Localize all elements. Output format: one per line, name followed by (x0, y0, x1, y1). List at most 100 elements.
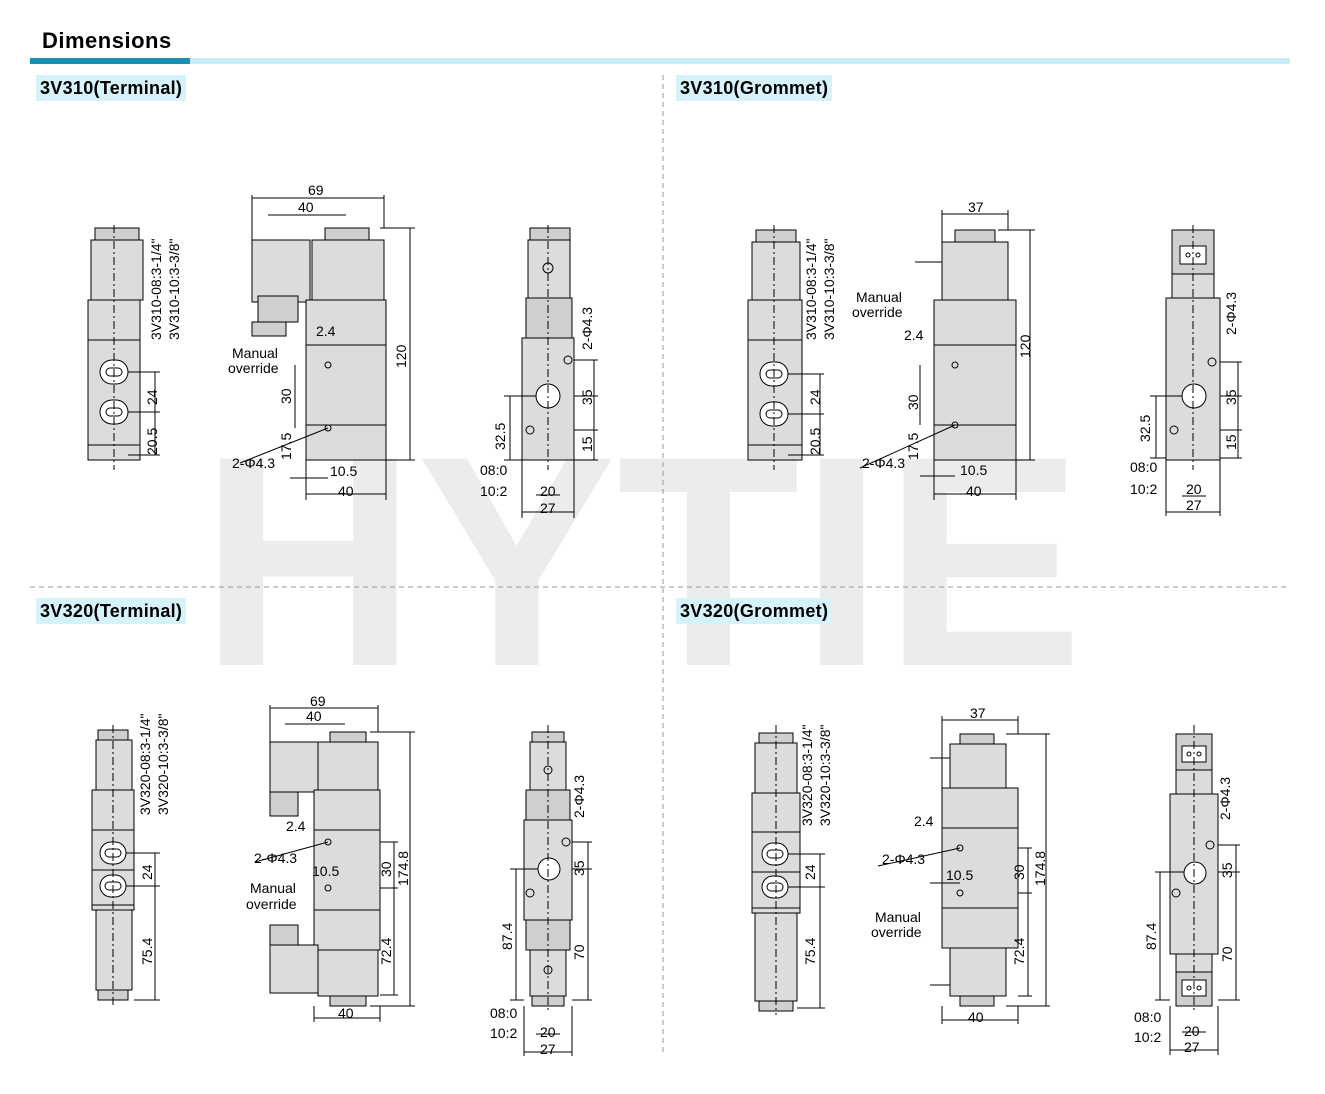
section-label-3v310-terminal: 3V310(Terminal) (36, 75, 187, 101)
dim-120: 120 (1017, 334, 1033, 358)
dim-15: 15 (579, 436, 595, 452)
dim-15: 15 (1223, 434, 1239, 450)
dim-20: 20 (1186, 481, 1202, 497)
dim-27: 27 (540, 1041, 556, 1057)
manual-label: Manual (856, 289, 902, 305)
dim-174-8: 174.8 (1032, 851, 1048, 886)
end-view: 2-Φ4.3 35 87.4 70 08:0 10:2 20 27 (490, 725, 592, 1057)
dim-24: 24 (144, 389, 160, 405)
drawing-3v310-grommet: 3V310-08:3-1/4" 3V310-10:3-3/8" 24 20.5 … (747, 199, 1242, 516)
hole-label-right: 2-Φ4.3 (1217, 777, 1233, 820)
port-label-2: 3V310-10:3-3/8" (821, 238, 837, 340)
manual-label: Manual (875, 909, 921, 925)
front-view: 69 40 2.4 Manual override 30 17.5 2-Φ4.3… (228, 182, 415, 500)
code-10: 10:2 (490, 1025, 517, 1041)
side-view: 3V310-08:3-1/4" 3V310-10:3-3/8" 24 20.5 (747, 225, 837, 470)
port-label-2: 3V320-10:3-3/8" (155, 713, 171, 815)
code-10: 10:2 (480, 483, 507, 499)
dim-120: 120 (393, 344, 409, 368)
dim-35: 35 (1223, 389, 1239, 405)
drawing-3v320-grommet: 3V320-08:3-1/4" 3V320-10:3-3/8" 24 75.4 (751, 705, 1240, 1055)
dim-32-5: 32.5 (492, 423, 508, 450)
dim-40-bottom: 40 (968, 1009, 984, 1025)
hole-label-right: 2-Φ4.3 (571, 775, 587, 818)
drawing-3v310-terminal: 3V310-08:3-1/4" 3V310-10:3-3/8" 24 20.5 (87, 182, 598, 518)
drawing-3v320-terminal: 3V320-08:3-1/4" 3V320-10:3-3/8" 24 75.4 (91, 693, 592, 1057)
front-view: 69 40 2.4 2-Φ4.3 10.5 Manual override 30… (246, 693, 415, 1022)
title-underline-dark (30, 58, 190, 64)
dim-37: 37 (968, 199, 984, 215)
dim-2-4: 2.4 (914, 813, 934, 829)
end-view: 2-Φ4.3 35 15 32.5 08:0 10:2 20 27 (480, 225, 598, 518)
hole-label-right: 2-Φ4.3 (1223, 292, 1239, 335)
code-10: 10:2 (1130, 481, 1157, 497)
dim-10-5: 10.5 (946, 867, 973, 883)
dim-30: 30 (278, 388, 294, 404)
page-title: Dimensions (42, 28, 172, 53)
dim-30: 30 (378, 861, 394, 877)
front-view: 37 Manual override 2.4 30 17.5 2-Φ4.3 10… (852, 199, 1035, 500)
dim-2-4: 2.4 (316, 323, 336, 339)
dim-35: 35 (571, 860, 587, 876)
override-label: override (228, 360, 279, 376)
dim-20-5: 20.5 (807, 428, 823, 455)
side-view: 3V320-08:3-1/4" 3V320-10:3-3/8" 24 75.4 (751, 724, 833, 1015)
dim-35: 35 (579, 389, 595, 405)
dim-20-5: 20.5 (144, 428, 160, 455)
dim-27: 27 (1186, 497, 1202, 513)
port-label-2: 3V320-10:3-3/8" (817, 724, 833, 826)
hole-label-right: 2-Φ4.3 (579, 307, 595, 350)
code-08: 08:0 (1134, 1009, 1161, 1025)
dim-69: 69 (310, 693, 326, 709)
end-view: 2-Φ4.3 35 15 32.5 08:0 10:2 20 27 (1130, 225, 1242, 516)
port-label-2: 3V310-10:3-3/8" (166, 238, 182, 340)
dim-40-bottom: 40 (338, 483, 354, 499)
title-underline-light (190, 58, 1290, 64)
dim-20: 20 (540, 483, 556, 499)
side-view: 3V310-08:3-1/4" 3V310-10:3-3/8" 24 20.5 (87, 225, 182, 470)
port-label-1: 3V310-08:3-1/4" (148, 238, 164, 340)
dim-30: 30 (905, 394, 921, 410)
front-view: 37 2.4 2-Φ4.3 10.5 Manual override 30 17… (871, 705, 1050, 1025)
dim-10-5: 10.5 (312, 863, 339, 879)
hole-label: 2-Φ4.3 (882, 851, 925, 867)
dim-30: 30 (1011, 864, 1027, 880)
dim-72-4: 72.4 (378, 938, 394, 965)
dim-2-4: 2.4 (904, 327, 924, 343)
port-label-1: 3V310-08:3-1/4" (803, 238, 819, 340)
hole-label: 2-Φ4.3 (254, 850, 297, 866)
dim-75-4: 75.4 (802, 938, 818, 965)
hole-label: 2-Φ4.3 (862, 455, 905, 471)
manual-label: Manual (250, 880, 296, 896)
code-10: 10:2 (1134, 1029, 1161, 1045)
dim-27: 27 (1184, 1039, 1200, 1055)
end-view: 2-Φ4.3 35 87.4 70 08:0 10:2 20 27 (1134, 725, 1240, 1055)
code-08: 08:0 (490, 1005, 517, 1021)
dim-2-4: 2.4 (286, 818, 306, 834)
section-label-3v320-terminal: 3V320(Terminal) (36, 598, 187, 624)
dim-10-5: 10.5 (960, 462, 987, 478)
manual-label: Manual (232, 345, 278, 361)
dim-37: 37 (970, 705, 986, 721)
dim-17-5: 17.5 (278, 433, 294, 460)
dim-24: 24 (139, 864, 155, 880)
dim-70: 70 (571, 944, 587, 960)
dim-40-bottom: 40 (338, 1005, 354, 1021)
dim-70: 70 (1219, 946, 1235, 962)
side-view: 3V320-08:3-1/4" 3V320-10:3-3/8" 24 75.4 (91, 713, 171, 1005)
port-label-1: 3V320-08:3-1/4" (799, 724, 815, 826)
dim-69: 69 (308, 182, 324, 198)
dim-27: 27 (540, 500, 556, 516)
dim-35: 35 (1219, 862, 1235, 878)
port-label-1: 3V320-08:3-1/4" (137, 713, 153, 815)
dim-40-top: 40 (298, 199, 314, 215)
dim-72-4: 72.4 (1011, 938, 1027, 965)
dim-32-5: 32.5 (1137, 415, 1153, 442)
dim-10-5: 10.5 (330, 463, 357, 479)
hole-label: 2-Φ4.3 (232, 455, 275, 471)
dim-17-5: 17.5 (905, 433, 921, 460)
dim-87-4: 87.4 (1143, 923, 1159, 950)
dim-24: 24 (802, 864, 818, 880)
code-08: 08:0 (480, 462, 507, 478)
